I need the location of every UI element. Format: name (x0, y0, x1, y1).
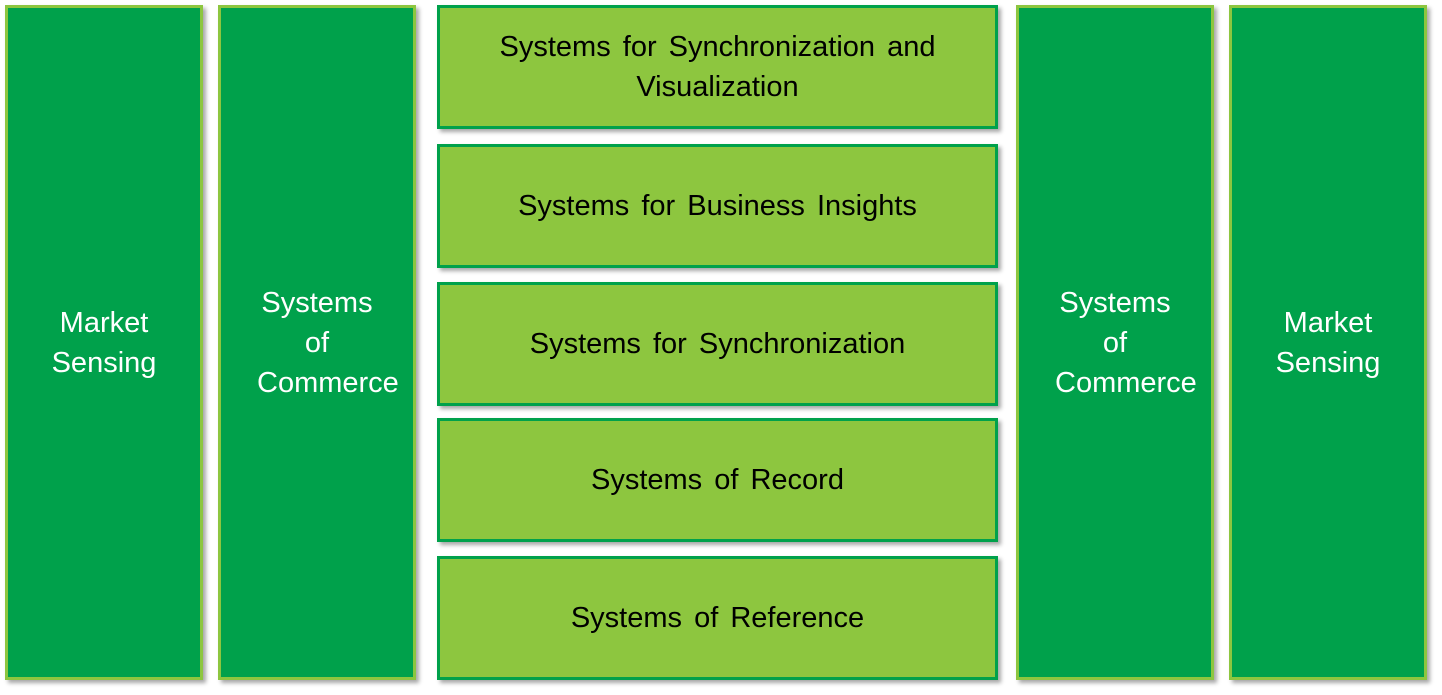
column-label: Market Sensing (1275, 306, 1381, 379)
layer-synchronization: Systems for Synchronization (437, 282, 998, 406)
left-column-market-sensing: Market Sensing (5, 5, 203, 680)
layer-synchronization-and-visualization: Systems for Synchronization and Visualiz… (437, 5, 998, 129)
layer-systems-of-record: Systems of Record (437, 418, 998, 542)
right-column-systems-of-commerce: Systems of Commerce (1016, 5, 1214, 680)
column-label: Systems of Commerce (1055, 286, 1197, 399)
right-column-market-sensing: Market Sensing (1229, 5, 1427, 680)
layer-label: Systems for Business Insights (518, 190, 917, 222)
layer-label: Systems for Synchronization and Visualiz… (499, 31, 936, 103)
layer-label: Systems of Reference (570, 602, 865, 634)
layer-label: Systems for Synchronization (529, 328, 906, 360)
left-column-systems-of-commerce: Systems of Commerce (218, 5, 416, 680)
column-label: Market Sensing (51, 306, 157, 379)
layer-business-insights: Systems for Business Insights (437, 144, 998, 268)
layer-label: Systems of Record (591, 464, 844, 496)
column-label: Systems of Commerce (257, 286, 399, 399)
layer-systems-of-reference: Systems of Reference (437, 556, 998, 680)
